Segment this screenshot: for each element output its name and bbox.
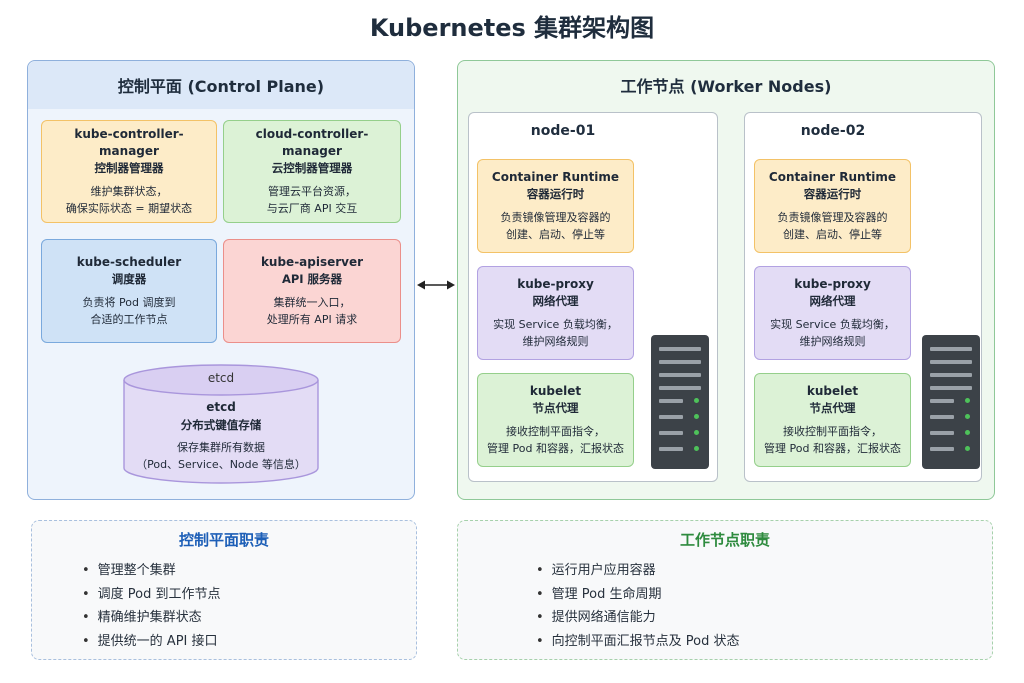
component-desc-line: 负责将 Pod 调度到 — [82, 296, 176, 309]
kube-controller-manager-box: kube-controller-manager 控制器管理器 维护集群状态， 确… — [41, 120, 217, 223]
node-01-card: node-01 Container Runtime 容器运行时 负责镜像管理及容… — [468, 112, 718, 482]
etcd-cylinder-icon — [123, 364, 319, 484]
worker-nodes-heading: 工作节点 (Worker Nodes) — [620, 77, 832, 96]
container-runtime-box: Container Runtime 容器运行时 负责镜像管理及容器的 创建、启动… — [754, 159, 911, 253]
component-name: kube-apiserver — [260, 255, 364, 269]
component-desc-line: （Pod、Service、Node 等信息） — [136, 458, 306, 471]
list-item: 精确维护集群状态 — [82, 606, 221, 630]
kube-apiserver-box: kube-apiserver API 服务器 集群统一入口， 处理所有 API … — [223, 239, 401, 343]
control-plane-responsibilities: 控制平面职责 管理整个集群 调度 Pod 到工作节点 精确维护集群状态 提供统一… — [31, 520, 417, 660]
component-name: kube-scheduler — [76, 255, 182, 269]
component-cn-name: 节点代理 — [532, 401, 579, 415]
component-cn-name: 分布式键值存储 — [180, 418, 262, 432]
component-cn-name: 调度器 — [111, 272, 147, 286]
node-title: node-02 — [800, 123, 866, 139]
component-cn-name: API 服务器 — [281, 272, 343, 286]
component-name: kube-controller-manager — [74, 127, 184, 158]
component-desc-line: 实现 Service 负载均衡， — [770, 318, 895, 331]
component-desc-line: 创建、启动、停止等 — [783, 228, 882, 241]
component-name: Container Runtime — [491, 170, 620, 184]
responsibilities-list: 管理整个集群 调度 Pod 到工作节点 精确维护集群状态 提供统一的 API 接… — [82, 559, 221, 653]
node-title: node-01 — [530, 123, 596, 139]
cloud-controller-manager-box: cloud-controller-manager 云控制器管理器 管理云平台资源… — [223, 120, 401, 223]
component-cn-name: 容器运行时 — [803, 187, 862, 201]
component-desc-line: 实现 Service 负载均衡， — [493, 318, 618, 331]
component-cn-name: 容器运行时 — [526, 187, 585, 201]
component-name: kube-proxy — [517, 277, 594, 291]
component-name: kubelet — [529, 384, 582, 398]
component-desc-line: 接收控制平面指令， — [506, 425, 605, 438]
component-desc-line: 合适的工作节点 — [90, 313, 168, 326]
list-item: 运行用户应用容器 — [536, 559, 740, 583]
responsibilities-title: 工作节点职责 — [679, 531, 770, 549]
component-desc-line: 维护网络规则 — [799, 335, 866, 348]
list-item: 提供网络通信能力 — [536, 606, 740, 630]
component-cn-name: 云控制器管理器 — [271, 161, 353, 175]
component-desc-line: 维护集群状态， — [90, 185, 168, 198]
kubelet-box: kubelet 节点代理 接收控制平面指令， 管理 Pod 和容器，汇报状态 — [477, 373, 634, 467]
component-desc-line: 确保实际状态 = 期望状态 — [65, 202, 193, 215]
diagram-title: Kubernetes 集群架构图 — [369, 14, 655, 42]
responsibilities-list: 运行用户应用容器 管理 Pod 生命周期 提供网络通信能力 向控制平面汇报节点及… — [536, 559, 740, 653]
component-cn-name: 控制器管理器 — [94, 161, 164, 175]
kubelet-box: kubelet 节点代理 接收控制平面指令， 管理 Pod 和容器，汇报状态 — [754, 373, 911, 467]
list-item: 调度 Pod 到工作节点 — [82, 583, 221, 607]
component-desc-line: 负责镜像管理及容器的 — [777, 211, 888, 224]
kube-proxy-box: kube-proxy 网络代理 实现 Service 负载均衡， 维护网络规则 — [477, 266, 634, 360]
component-desc-line: 处理所有 API 请求 — [266, 313, 358, 326]
control-plane-panel: 控制平面 (Control Plane) kube-controller-man… — [27, 60, 415, 500]
responsibilities-title: 控制平面职责 — [178, 531, 269, 549]
component-name: cloud-controller-manager — [255, 127, 369, 158]
worker-responsibilities: 工作节点职责 运行用户应用容器 管理 Pod 生命周期 提供网络通信能力 向控制… — [457, 520, 993, 660]
component-cn-name: 节点代理 — [809, 401, 856, 415]
component-name: Container Runtime — [768, 170, 897, 184]
node-02-card: node-02 Container Runtime 容器运行时 负责镜像管理及容… — [744, 112, 982, 482]
kube-proxy-box: kube-proxy 网络代理 实现 Service 负载均衡， 维护网络规则 — [754, 266, 911, 360]
server-rack-icon — [651, 335, 709, 469]
component-cn-name: 网络代理 — [809, 294, 856, 308]
component-desc-line: 集群统一入口， — [273, 296, 351, 309]
list-item: 管理整个集群 — [82, 559, 221, 583]
bidirectional-arrow-icon — [417, 280, 455, 290]
list-item: 管理 Pod 生命周期 — [536, 583, 740, 607]
server-rack-icon — [922, 335, 980, 469]
component-desc-line: 维护网络规则 — [522, 335, 589, 348]
container-runtime-box: Container Runtime 容器运行时 负责镜像管理及容器的 创建、启动… — [477, 159, 634, 253]
worker-nodes-panel: 工作节点 (Worker Nodes) node-01 Container Ru… — [457, 60, 995, 500]
component-desc-line: 管理云平台资源， — [268, 185, 356, 198]
component-name: kube-proxy — [794, 277, 871, 291]
component-cn-name: 网络代理 — [532, 294, 579, 308]
etcd-top-label: etcd — [207, 371, 235, 385]
component-desc-line: 创建、启动、停止等 — [506, 228, 605, 241]
kube-scheduler-box: kube-scheduler 调度器 负责将 Pod 调度到 合适的工作节点 — [41, 239, 217, 343]
etcd-box: etcd 分布式键值存储 保存集群所有数据 （Pod、Service、Node … — [122, 399, 320, 473]
list-item: 向控制平面汇报节点及 Pod 状态 — [536, 630, 740, 654]
component-desc-line: 管理 Pod 和容器，汇报状态 — [764, 442, 901, 455]
component-desc-line: 接收控制平面指令， — [783, 425, 882, 438]
control-plane-heading: 控制平面 (Control Plane) — [28, 61, 414, 109]
component-desc-line: 保存集群所有数据 — [177, 441, 265, 454]
component-desc-line: 与云厂商 API 交互 — [266, 202, 358, 215]
component-name: kubelet — [806, 384, 859, 398]
component-desc-line: 管理 Pod 和容器，汇报状态 — [487, 442, 624, 455]
list-item: 提供统一的 API 接口 — [82, 630, 221, 654]
component-name: etcd — [206, 400, 236, 414]
component-desc-line: 负责镜像管理及容器的 — [500, 211, 611, 224]
